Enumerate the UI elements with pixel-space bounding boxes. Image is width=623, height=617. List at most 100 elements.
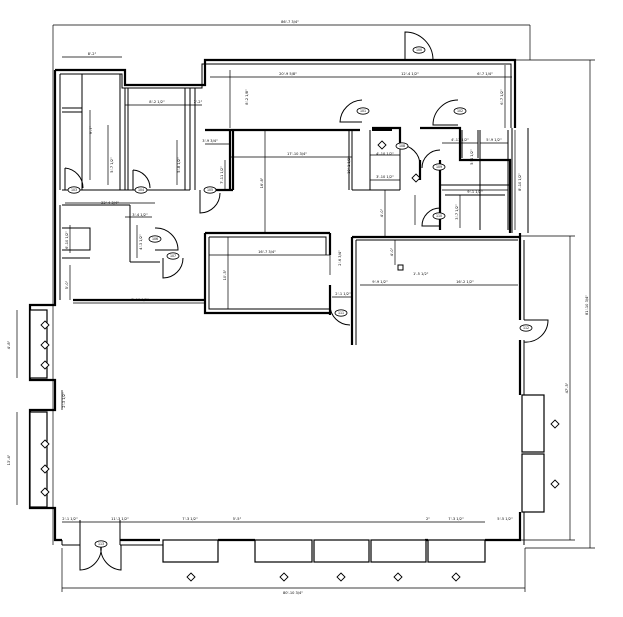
dim-open-left: 3'-10 1/2" [131, 298, 149, 302]
svg-text:102: 102 [457, 109, 463, 113]
dim-left-6: 8'-10 1/2" [518, 173, 522, 191]
svg-text:106: 106 [152, 237, 158, 241]
dim-bottom-4: 5'-5" [233, 517, 242, 521]
dim-vert-1: 4'-0" [380, 208, 384, 217]
dim-small-gap: 2'-1 1/2" [335, 292, 351, 296]
door-swing [154, 227, 179, 251]
dim-top-room-2: 12'-4 1/2" [401, 72, 419, 76]
dim-small-2: 3'-10 1/2" [376, 175, 394, 179]
window-east-2 [521, 453, 545, 513]
dim-closet-height: 4'-3 1/2" [139, 234, 143, 250]
dim-small-3: 9'-1 1/2" [467, 190, 483, 194]
door-swing [199, 190, 221, 214]
dim-bottom-1: 2'-1 1/2" [62, 517, 78, 521]
dim-office-b: 2'-2" [194, 100, 203, 104]
dimension-lines [16, 56, 518, 523]
dim-left-4: 13'-4" [7, 454, 11, 465]
door-tag: 108 [395, 142, 409, 150]
dim-top-room-3: 6'-7 1/4" [477, 72, 493, 76]
dim-top-room-1: 20'-9 5/8" [279, 72, 297, 76]
door-swing [64, 167, 84, 190]
svg-text:109: 109 [436, 165, 442, 169]
door-frame [372, 127, 392, 131]
door-tag: 113 [94, 540, 108, 548]
door-tag: 112 [519, 324, 533, 332]
svg-text:112: 112 [523, 326, 529, 330]
dim-restroom-height: 9'-7" [89, 125, 93, 134]
dim-office-c-height: 7'-11 1/2" [220, 166, 224, 184]
svg-text:113: 113 [98, 542, 104, 546]
dim-top-room-height: 8'-2 1/8" [245, 89, 249, 105]
dim-conference: 16'-7 3/4" [258, 250, 276, 254]
dim-vert-3: 3'-7 1/2" [455, 204, 459, 220]
reference-lines [52, 24, 595, 592]
dim-top-room-3-height: 6'-7 1/2" [500, 89, 504, 105]
dim-left-5: 2'-3 1/2" [62, 392, 66, 408]
dim-closet: 3'-4 1/2" [132, 213, 148, 217]
door-tag: 110 [432, 212, 446, 220]
dim-left-top-width: 8'-2" [88, 52, 97, 56]
door-tag: 109 [432, 163, 446, 171]
dim-gap: 2'-6 3/4" [338, 250, 342, 266]
dim-right-inner: 47'-5" [565, 382, 569, 393]
dim-office-a: 8'-2 1/2" [149, 100, 165, 104]
window-south-5 [427, 539, 486, 563]
svg-text:100: 100 [416, 48, 422, 52]
dim-overall-right: 81'-10 3/4" [585, 295, 589, 315]
dim-vert-2: 5'-4 1/2" [470, 149, 474, 165]
door-tag: 101 [356, 107, 370, 115]
svg-text:104: 104 [138, 188, 144, 192]
dim-small-1: 4'-10 1/2" [376, 152, 394, 156]
svg-text:101: 101 [360, 109, 366, 113]
door-swing [523, 319, 549, 343]
window-east-1 [521, 394, 545, 453]
door-tag: 111 [334, 309, 348, 317]
svg-text:105: 105 [207, 188, 213, 192]
window-south-3 [313, 539, 370, 563]
dim-bottom-2: 11'-3 1/2" [111, 517, 129, 521]
dim-left-2: 5'-0" [65, 280, 69, 289]
door-tag: 100 [412, 46, 426, 54]
dim-conference-height: 10'-5" [223, 269, 227, 280]
dim-left-1: 6'-10 1/2" [65, 231, 69, 249]
svg-text:111: 111 [338, 311, 344, 315]
svg-text:103: 103 [71, 188, 77, 192]
dim-office-c: 3'-9 3/4" [202, 139, 218, 143]
door-swing [432, 99, 459, 126]
dim-column-height: 4'-0" [390, 247, 394, 256]
windows [29, 309, 545, 563]
dim-central-height: 16'-8" [260, 177, 264, 188]
dim-small-4: 4'-11 1/2" [451, 138, 469, 142]
window-south-1 [162, 539, 219, 563]
dim-open-top: 9'-9 1/2" [372, 280, 388, 284]
dim-bottom-5: 7'-3 1/2" [448, 517, 464, 521]
door-swing [421, 207, 441, 227]
svg-text:108: 108 [399, 144, 405, 148]
door-tag: 107 [166, 252, 180, 260]
window-south-4 [370, 539, 427, 563]
walls [28, 58, 529, 546]
fixtures [40, 140, 560, 582]
dim-bottom-6: 5'-5 1/2" [497, 517, 513, 521]
door-swing [329, 304, 351, 326]
door-tag: 105 [203, 186, 217, 194]
door-swing [421, 149, 441, 169]
dim-bottom-3: 7'-3 1/2" [182, 517, 198, 521]
dim-open-top-2: 16'-2 1/2" [456, 280, 474, 284]
double-door-swing [79, 544, 122, 571]
dim-corridor: 17'-10 3/4" [287, 152, 307, 156]
dim-small-5: 5'-9 1/2" [486, 138, 502, 142]
door-swing [404, 31, 434, 61]
dim-overall-top: 86'-7 3/4" [281, 20, 299, 24]
dim-column: 1'-5 1/2" [413, 272, 429, 276]
door-swing [132, 169, 151, 190]
door-tag: 104 [134, 186, 148, 194]
svg-text:110: 110 [436, 214, 442, 218]
window-south-2 [254, 539, 313, 563]
dim-bottom-7: 2" [426, 517, 430, 521]
door-swing [162, 257, 184, 279]
svg-text:107: 107 [170, 254, 176, 258]
dim-vert-4: 10'-1 1/2" [347, 156, 351, 174]
window-west-2 [29, 411, 48, 508]
